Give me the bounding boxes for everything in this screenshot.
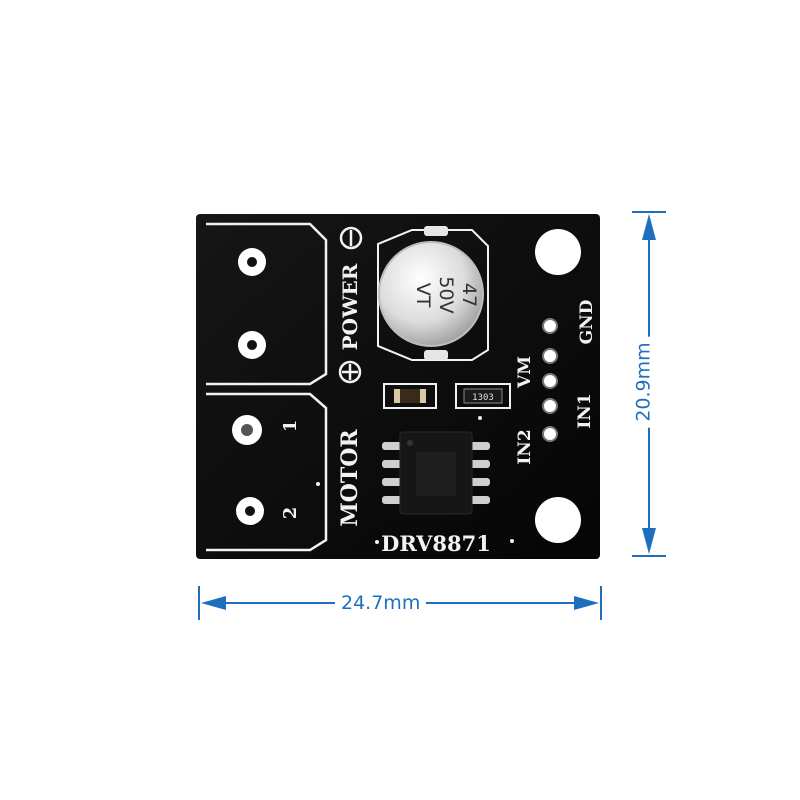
pin-label-vm: VM [515, 356, 535, 389]
smd-outline-left [383, 383, 437, 409]
capacitor-text-1: 47 [458, 283, 480, 307]
resistor [463, 388, 503, 404]
height-dimension-label: 20.9mm [632, 336, 655, 428]
mounting-hole-bottom [535, 497, 581, 543]
resistor-code: 1303 [472, 393, 494, 403]
pcb-board [196, 214, 600, 559]
width-dimension-label: 24.7mm [335, 592, 427, 614]
chip-label: DRV8871 [381, 531, 491, 556]
capacitor-text-3: VT [412, 283, 434, 308]
ic-pin1-dot [407, 440, 413, 446]
capacitor [378, 241, 484, 347]
terminal-outline-power [206, 222, 328, 386]
motor-label: MOTOR [337, 429, 363, 527]
polarity-minus-icon [339, 226, 363, 250]
polarity-plus-icon [338, 360, 362, 384]
power-label: POWER [338, 263, 362, 350]
terminal-number-2: 2 [280, 507, 301, 520]
pin-label-in2: IN2 [515, 429, 535, 464]
capacitor-text-2: 50V [435, 276, 457, 313]
capacitor-tab-bottom [424, 350, 448, 360]
pin-label-in1: IN1 [575, 393, 595, 428]
smd-outline-right [455, 383, 511, 409]
terminal-pads [232, 248, 266, 525]
terminal-number-1: 1 [280, 420, 301, 433]
mounting-hole-top [535, 229, 581, 275]
pin-label-gnd: GND [577, 299, 597, 344]
header-pins [542, 318, 558, 442]
capacitor-tab-top [424, 226, 448, 236]
terminal-outline-motor [206, 392, 328, 552]
